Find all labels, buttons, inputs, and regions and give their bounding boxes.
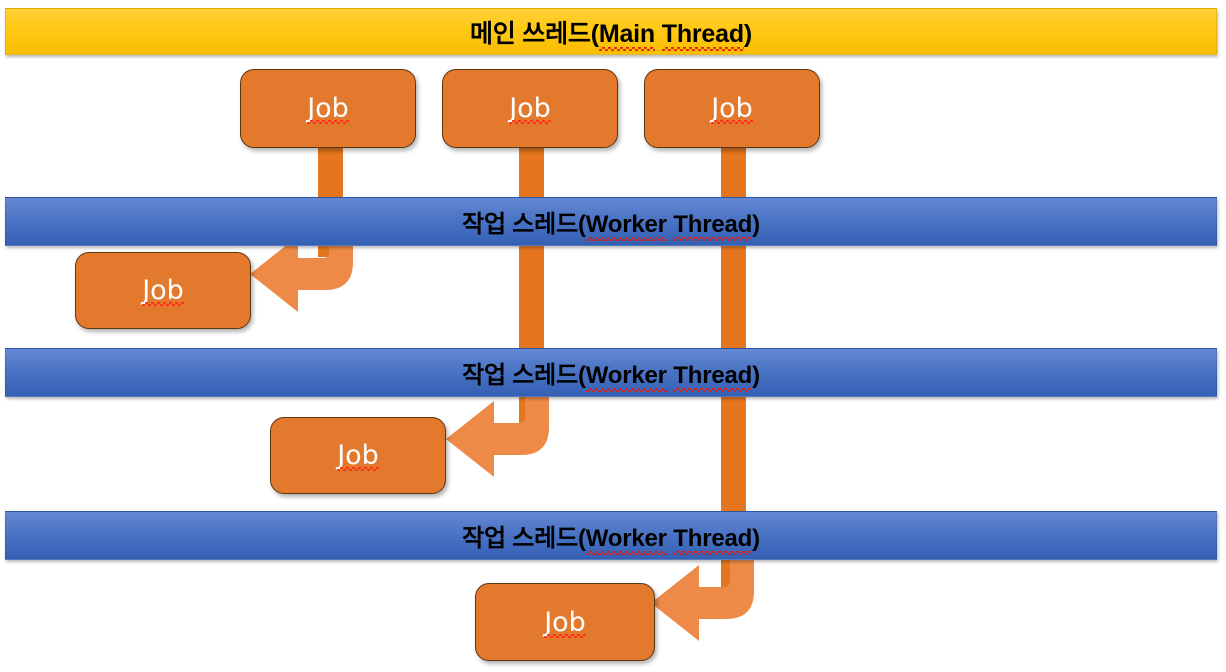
- worker-thread-word-worker: Worker: [585, 362, 667, 392]
- worker-thread-label-korean: 작업 스레드: [462, 525, 578, 552]
- worker-thread-paren-close: ): [752, 362, 760, 389]
- job-box-worker-2[interactable]: Job: [270, 417, 446, 494]
- worker-thread-paren-open: (: [577, 211, 586, 238]
- elbow-arrow-1: [244, 228, 354, 320]
- worker-thread-paren-close: ): [752, 211, 760, 238]
- worker-thread-paren-open: (: [577, 525, 586, 552]
- job-label: Job: [544, 606, 586, 638]
- main-thread-label-korean: 메인 쓰레드: [469, 19, 591, 48]
- worker-thread-word-worker: Worker: [585, 525, 667, 555]
- job-box-main-3[interactable]: Job: [644, 69, 820, 148]
- worker-thread-bar-3: 작업 스레드(Worker Thread): [5, 511, 1217, 560]
- main-thread-label: 메인 쓰레드(Main Thread): [469, 14, 753, 51]
- worker-thread-label: 작업 스레드(Worker Thread): [462, 204, 760, 241]
- worker-thread-label-korean: 작업 스레드: [462, 362, 578, 389]
- main-thread-word-thread: Thread: [661, 19, 744, 51]
- worker-thread-bar-1: 작업 스레드(Worker Thread): [5, 197, 1217, 246]
- job-box-worker-3[interactable]: Job: [475, 583, 655, 661]
- main-thread-bar: 메인 쓰레드(Main Thread): [5, 8, 1217, 55]
- elbow-arrow-3: [645, 557, 755, 649]
- job-label: Job: [509, 93, 551, 124]
- worker-thread-paren-open: (: [577, 362, 586, 389]
- job-label: Job: [711, 93, 753, 124]
- job-label: Job: [307, 93, 349, 124]
- job-label: Job: [142, 275, 184, 306]
- worker-thread-bar-2: 작업 스레드(Worker Thread): [5, 348, 1217, 397]
- worker-thread-word-thread: Thread: [673, 211, 753, 241]
- worker-thread-paren-close: ): [752, 525, 760, 552]
- worker-thread-label: 작업 스레드(Worker Thread): [462, 355, 760, 392]
- job-box-main-1[interactable]: Job: [240, 69, 416, 148]
- worker-thread-label: 작업 스레드(Worker Thread): [462, 518, 760, 555]
- elbow-arrow-2: [440, 393, 550, 485]
- main-thread-paren-close: ): [743, 19, 753, 48]
- job-label: Job: [337, 440, 379, 471]
- worker-thread-word-thread: Thread: [673, 362, 753, 392]
- job-box-main-2[interactable]: Job: [442, 69, 618, 148]
- main-thread-paren-open: (: [590, 19, 599, 48]
- main-thread-space: [655, 20, 662, 48]
- worker-thread-label-korean: 작업 스레드: [462, 211, 578, 238]
- worker-thread-word-thread: Thread: [673, 525, 753, 555]
- worker-thread-word-worker: Worker: [585, 211, 667, 241]
- main-thread-word-main: Main: [598, 19, 655, 51]
- job-box-worker-1[interactable]: Job: [75, 252, 251, 329]
